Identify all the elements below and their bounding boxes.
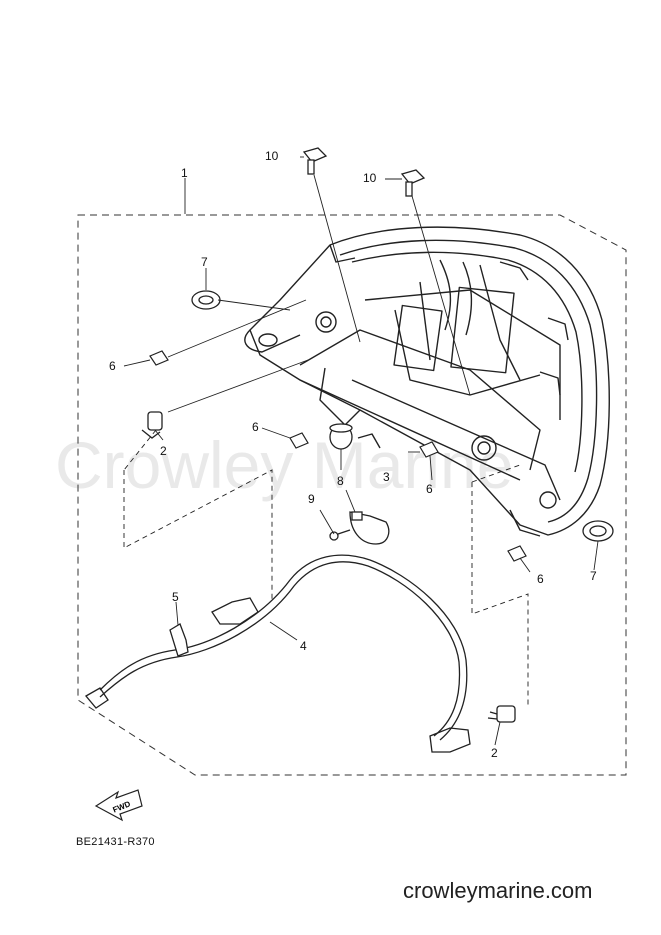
screw <box>329 529 351 541</box>
callout-6-right: 6 <box>426 482 433 496</box>
callout-1: 1 <box>181 166 188 180</box>
leader-lines <box>123 156 599 746</box>
cap <box>329 423 353 450</box>
nut-clip-2 <box>289 432 309 449</box>
watermark: Crowley Marine <box>55 428 513 502</box>
callout-6-left: 6 <box>109 359 116 373</box>
nut-clip-4 <box>507 545 527 562</box>
site-watermark-text: crowleymarine.com <box>403 878 593 903</box>
callout-4: 4 <box>300 639 307 653</box>
bulb-socket-right <box>487 705 516 723</box>
callout-2-left: 2 <box>160 444 167 458</box>
bolt-right <box>400 169 426 197</box>
harness-clip <box>169 623 189 657</box>
assembly-boundary <box>77 214 627 776</box>
nut-clip-1 <box>149 350 169 366</box>
callout-6-bottom: 6 <box>537 572 544 586</box>
nut-clip-3 <box>419 441 439 458</box>
callout-2-right: 2 <box>491 746 498 760</box>
callout-5: 5 <box>172 590 179 604</box>
dashed-connectors <box>123 429 529 706</box>
figure-code: BE21431-R370 <box>76 836 155 848</box>
wire-harness <box>85 554 471 753</box>
fwd-arrow-icon: FWD <box>94 789 143 822</box>
grommet-top <box>191 290 221 310</box>
callout-9: 9 <box>308 492 315 506</box>
bolt-left <box>302 147 328 175</box>
headlight-housing <box>244 226 610 537</box>
callout-3: 3 <box>383 470 390 484</box>
grommet-bottom <box>582 520 614 542</box>
callout-10-left: 10 <box>265 149 279 163</box>
callout-7-top: 7 <box>201 255 208 269</box>
callout-7-bottom: 7 <box>590 569 597 583</box>
callout-10-right: 10 <box>363 171 377 185</box>
callout-6-mid: 6 <box>252 420 259 434</box>
callout-8: 8 <box>337 474 344 488</box>
clamp <box>349 511 390 545</box>
